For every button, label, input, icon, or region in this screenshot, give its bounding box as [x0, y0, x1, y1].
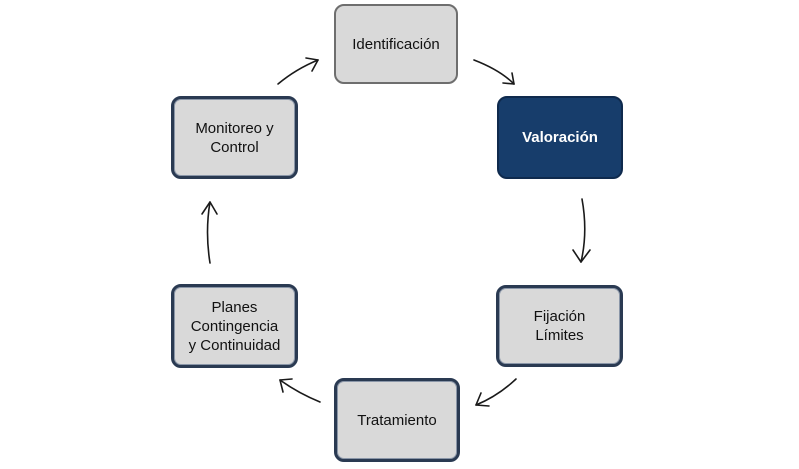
arrow-valoracion-to-fijacion — [572, 198, 591, 263]
node-valoracion: Valoración — [497, 96, 623, 179]
node-label: Tratamiento — [357, 411, 437, 429]
node-monitoreo: Monitoreo y Control — [171, 96, 298, 179]
arrow-identificacion-to-valoracion — [473, 59, 515, 85]
node-label: Identificación — [352, 35, 440, 53]
arrow-planes-to-monitoreo — [201, 201, 218, 264]
node-identificacion: Identificación — [334, 4, 458, 84]
node-tratamiento: Tratamiento — [334, 378, 460, 462]
node-fijacion-limites: Fijación Límites — [496, 285, 623, 367]
node-label: Monitoreo y Control — [195, 119, 274, 156]
node-planes: Planes Contingencia y Continuidad — [171, 284, 298, 368]
arrow-monitoreo-to-identificacion — [277, 57, 319, 85]
node-label: Valoración — [522, 129, 598, 146]
arrow-fijacion-to-tratamiento — [475, 378, 517, 407]
node-label: Planes Contingencia y Continuidad — [188, 298, 281, 354]
node-label: Fijación Límites — [533, 308, 586, 344]
arrow-tratamiento-to-planes — [279, 378, 321, 403]
